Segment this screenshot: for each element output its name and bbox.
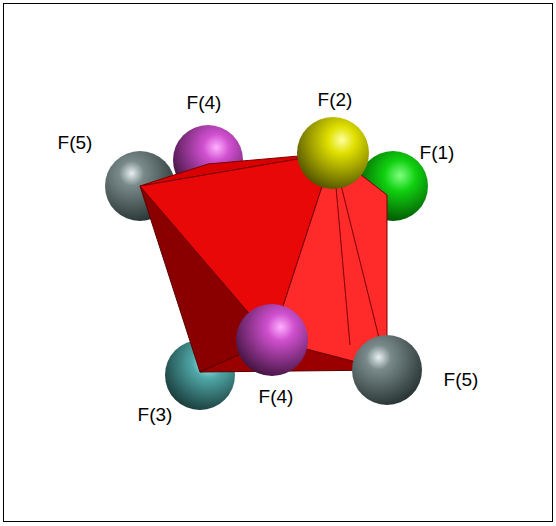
atom-label: F(5) xyxy=(444,369,479,391)
atom-label: F(4) xyxy=(259,386,294,408)
atom-label: F(4) xyxy=(187,92,222,114)
fluorine-atom xyxy=(352,335,422,405)
fluorine-atom xyxy=(297,117,369,189)
fluorine-atom xyxy=(236,304,308,376)
atom-label: F(1) xyxy=(420,142,455,164)
atom-label: F(2) xyxy=(318,89,353,111)
frame xyxy=(4,4,553,522)
atom-label: F(5) xyxy=(58,132,93,154)
atom-label: F(3) xyxy=(138,404,173,426)
